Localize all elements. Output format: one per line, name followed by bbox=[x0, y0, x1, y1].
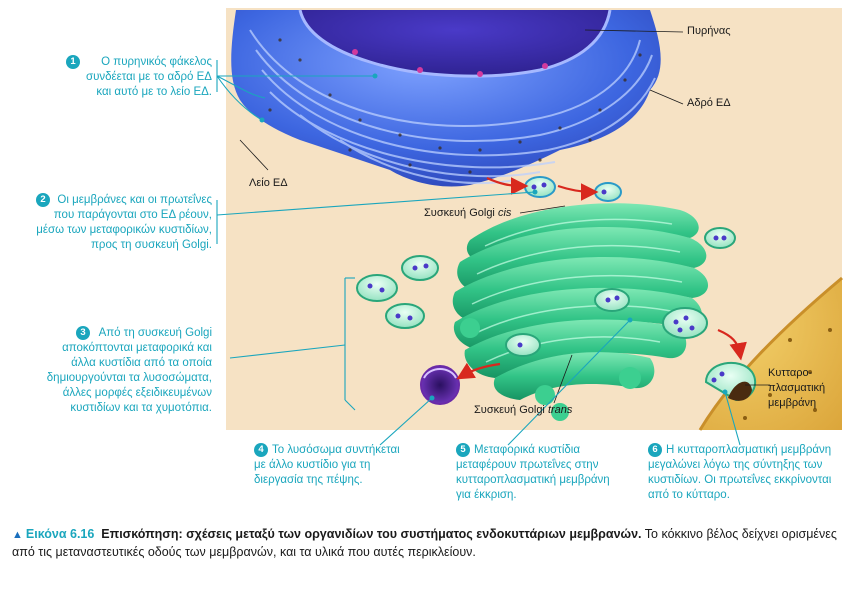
figure-caption: ▲Εικόνα 6.16 Επισκόπηση: σχέσεις μεταξύ … bbox=[12, 526, 837, 561]
step-text-2: Οι μεμβράνες και οι πρωτεΐνες που παράγο… bbox=[36, 194, 212, 251]
caption-body: Το κόκκινο βέλος δείχνει ορισμένες από τ… bbox=[12, 527, 837, 559]
caption-figure-number: Εικόνα 6.16 bbox=[25, 527, 95, 541]
step-text-1: Ο πυρηνικός φάκελος συνδέεται με το αδρό… bbox=[85, 56, 212, 98]
step-text-3: Από τη συσκευή Golgi αποκόπτονται μεταφο… bbox=[46, 327, 212, 414]
label-golgi-trans: Συσκευή Golgi trans bbox=[474, 404, 573, 416]
step-text-4: Το λυσόσωμα συντήκεται με άλλο κυστίδιο … bbox=[254, 444, 400, 486]
caption-triangle-icon: ▲ bbox=[12, 529, 23, 541]
step-number-4: 4 bbox=[254, 443, 268, 457]
arrow-golgi-to-lysosome bbox=[456, 362, 501, 380]
step-number-3: 3 bbox=[76, 326, 90, 340]
arrow-vesicle-to-membrane bbox=[717, 328, 747, 361]
step-text-5: Μεταφορικά κυστίδια μεταφέρουν πρωτεΐνες… bbox=[456, 444, 610, 501]
arrow-er-to-vesicle bbox=[486, 177, 529, 195]
step-number-2: 2 bbox=[36, 193, 50, 207]
step-number-5: 5 bbox=[456, 443, 470, 457]
step-2: 2 Οι μεμβράνες και οι πρωτεΐνες που παρά… bbox=[14, 193, 212, 253]
label-nucleus: Πυρήνας bbox=[687, 25, 731, 37]
caption-title: Επισκόπηση: σχέσεις μεταξύ των οργανιδίω… bbox=[101, 527, 642, 541]
label-rough-er: Αδρό ΕΔ bbox=[687, 97, 731, 109]
label-golgi-cis: Συσκευή Golgi cis bbox=[424, 207, 512, 219]
step-text-6: Η κυτταροπλασματική μεμβράνη μεγαλώνει λ… bbox=[648, 444, 832, 501]
nucleus bbox=[300, 10, 610, 77]
step-number-6: 6 bbox=[648, 443, 662, 457]
arrow-vesicle-to-golgi bbox=[557, 183, 599, 201]
label-plasma-membrane: Κυτταρο- πλασματική μεμβράνη bbox=[768, 367, 826, 409]
step-1: 1 Ο πυρηνικός φάκελος συνδέεται με το αδ… bbox=[40, 55, 212, 100]
label-smooth-er: Λείο ΕΔ bbox=[249, 177, 288, 189]
step-3: 3 Από τη συσκευή Golgi αποκόπτονται μετα… bbox=[22, 326, 212, 416]
transport-vesicles bbox=[356, 176, 757, 402]
lysosome bbox=[420, 365, 460, 405]
step-number-1: 1 bbox=[66, 55, 80, 69]
